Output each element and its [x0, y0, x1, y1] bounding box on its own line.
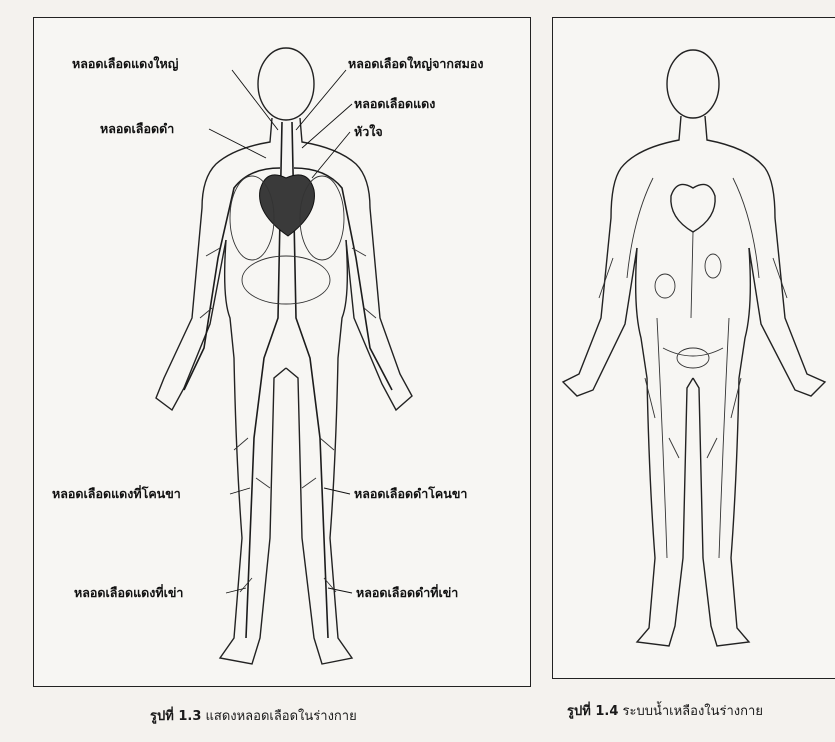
label-heart: หัวใจ	[354, 122, 383, 142]
caption-right-text: ระบบน้ำเหลืองในร่างกาย	[623, 704, 763, 719]
caption-right-number: รูปที่ 1.4	[567, 704, 618, 719]
lymphatic-body-illustration	[553, 18, 835, 678]
caption-left: รูปที่ 1.3 แสดงหลอดเลือดในร่างกาย	[150, 705, 357, 726]
label-aorta: หลอดเลือดแดงใหญ่	[72, 54, 178, 74]
label-vein: หลอดเลือดดำ	[100, 119, 174, 139]
label-femoral-artery: หลอดเลือดแดงที่โคนขา	[52, 484, 181, 504]
label-knee-vein: หลอดเลือดดำที่เข่า	[356, 583, 458, 603]
caption-left-text: แสดงหลอดเลือดในร่างกาย	[206, 709, 357, 724]
label-carotid: หลอดเลือดใหญ่จากสมอง	[348, 54, 483, 74]
heart-shape	[260, 175, 315, 236]
caption-right: รูปที่ 1.4 ระบบน้ำเหลืองในร่างกาย	[567, 700, 763, 721]
caption-left-number: รูปที่ 1.3	[150, 709, 201, 724]
circulatory-figure-panel: หลอดเลือดแดงใหญ่ หลอดเลือดดำ หลอดเลือดให…	[33, 17, 531, 687]
label-knee-artery: หลอดเลือดแดงที่เข่า	[74, 583, 183, 603]
label-artery: หลอดเลือดแดง	[354, 94, 435, 114]
lymphatic-figure-panel	[552, 17, 835, 679]
label-femoral-vein: หลอดเลือดดำโคนขา	[354, 484, 467, 504]
